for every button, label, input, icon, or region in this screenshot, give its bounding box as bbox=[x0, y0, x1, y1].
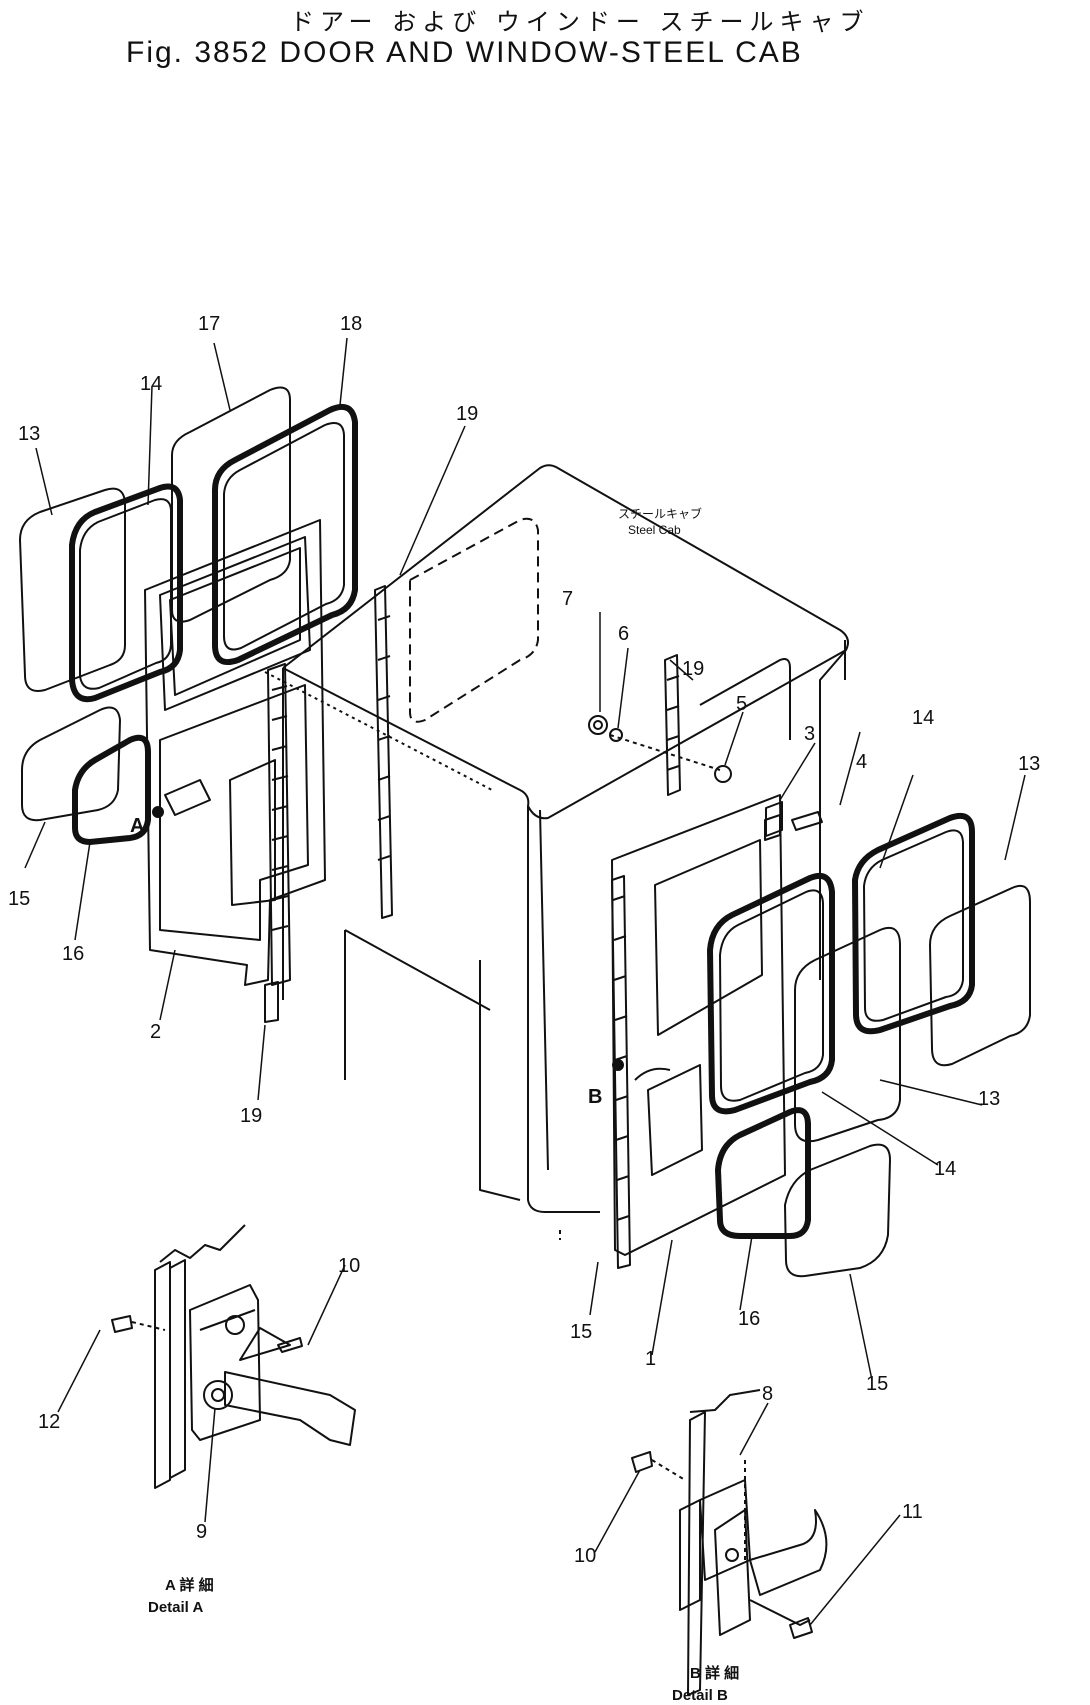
small-parts-5-6-7 bbox=[588, 715, 732, 783]
right-glass-13-mid bbox=[794, 926, 901, 1143]
callout-14: 14 bbox=[140, 373, 162, 395]
detail-a-en: Detail A bbox=[148, 1599, 203, 1616]
detail-a-caption: A 詳 細 Detail A bbox=[148, 1576, 214, 1616]
callout-15-right: 15 bbox=[866, 1373, 888, 1395]
right-glass-13-rear bbox=[929, 884, 1031, 1067]
callout-11: 11 bbox=[902, 1501, 923, 1523]
left-lower-seal-16 bbox=[72, 734, 151, 845]
callout-2: 2 bbox=[150, 1021, 161, 1043]
callout-15: 15 bbox=[8, 888, 30, 910]
callout-19-right: 19 bbox=[682, 658, 704, 680]
callout-14-mid: 14 bbox=[934, 1158, 956, 1180]
left-glass-13 bbox=[19, 487, 126, 692]
callout-9: 9 bbox=[196, 1521, 207, 1543]
detail-b-en: Detail B bbox=[672, 1687, 728, 1704]
left-seal-18 bbox=[212, 404, 358, 666]
callout-13: 13 bbox=[18, 423, 40, 445]
callout-8: 8 bbox=[762, 1383, 773, 1405]
right-seal-14-rear bbox=[852, 812, 975, 1035]
callout-12: 12 bbox=[38, 1411, 60, 1433]
figure-title: Fig. 3852 DOOR AND WINDOW-STEEL CAB bbox=[126, 36, 803, 69]
callout-18: 18 bbox=[340, 313, 362, 335]
left-door bbox=[144, 519, 326, 1023]
callout-14-right: 14 bbox=[912, 707, 934, 729]
right-seal-14-front bbox=[707, 872, 835, 1115]
callout-17: 17 bbox=[198, 313, 220, 335]
cab-label-en: Steel Cab bbox=[628, 523, 681, 537]
left-seal-14 bbox=[69, 483, 183, 703]
right-lower-seal-16 bbox=[715, 1107, 811, 1239]
right-weatherstrip-19 bbox=[664, 654, 681, 796]
callout-13-mid: 13 bbox=[978, 1088, 1000, 1110]
steel-cab-body bbox=[264, 464, 849, 1240]
cab-label: スチールキャブ Steel Cab bbox=[618, 506, 702, 537]
detail-a-drawing bbox=[111, 1224, 356, 1489]
hinge-3-bolt-4 bbox=[765, 801, 823, 837]
leader-lines bbox=[24, 337, 1026, 1626]
callout-15-door: 15 bbox=[570, 1321, 592, 1343]
left-glass-17 bbox=[171, 386, 291, 623]
callout-4: 4 bbox=[856, 751, 867, 773]
left-lower-glass-15 bbox=[21, 706, 121, 822]
callout-1: 1 bbox=[645, 1348, 656, 1370]
detail-b-jp: B 詳 細 bbox=[690, 1664, 739, 1682]
callout-5: 5 bbox=[736, 693, 747, 715]
right-door bbox=[611, 794, 786, 1269]
cab-label-jp: スチールキャブ bbox=[618, 506, 702, 521]
callout-16: 16 bbox=[62, 943, 84, 965]
callout-10-a: 10 bbox=[338, 1255, 360, 1277]
title-japanese: ドアー および ウインドー スチールキャブ bbox=[290, 8, 870, 36]
callout-16-right: 16 bbox=[738, 1308, 760, 1330]
callout-10-b: 10 bbox=[574, 1545, 596, 1567]
detail-b-caption: B 詳 細 Detail B bbox=[672, 1664, 739, 1704]
callout-7: 7 bbox=[562, 588, 573, 610]
callout-detail-a-marker: A bbox=[130, 815, 144, 837]
detail-b-drawing bbox=[631, 1389, 828, 1696]
callout-13-right: 13 bbox=[1018, 753, 1040, 775]
left-weatherstrip-19 bbox=[374, 585, 393, 919]
right-lower-glass-15 bbox=[784, 1143, 891, 1278]
callout-19: 19 bbox=[456, 403, 478, 425]
detail-a-jp: A 詳 細 bbox=[165, 1576, 214, 1594]
callout-detail-b-marker: B bbox=[588, 1086, 602, 1108]
callouts: 17 18 14 13 19 15 16 2 19 A 7 6 19 5 3 4… bbox=[8, 313, 1040, 1567]
callout-6: 6 bbox=[618, 623, 629, 645]
callout-19-lower: 19 bbox=[240, 1105, 262, 1127]
callout-3: 3 bbox=[804, 723, 815, 745]
